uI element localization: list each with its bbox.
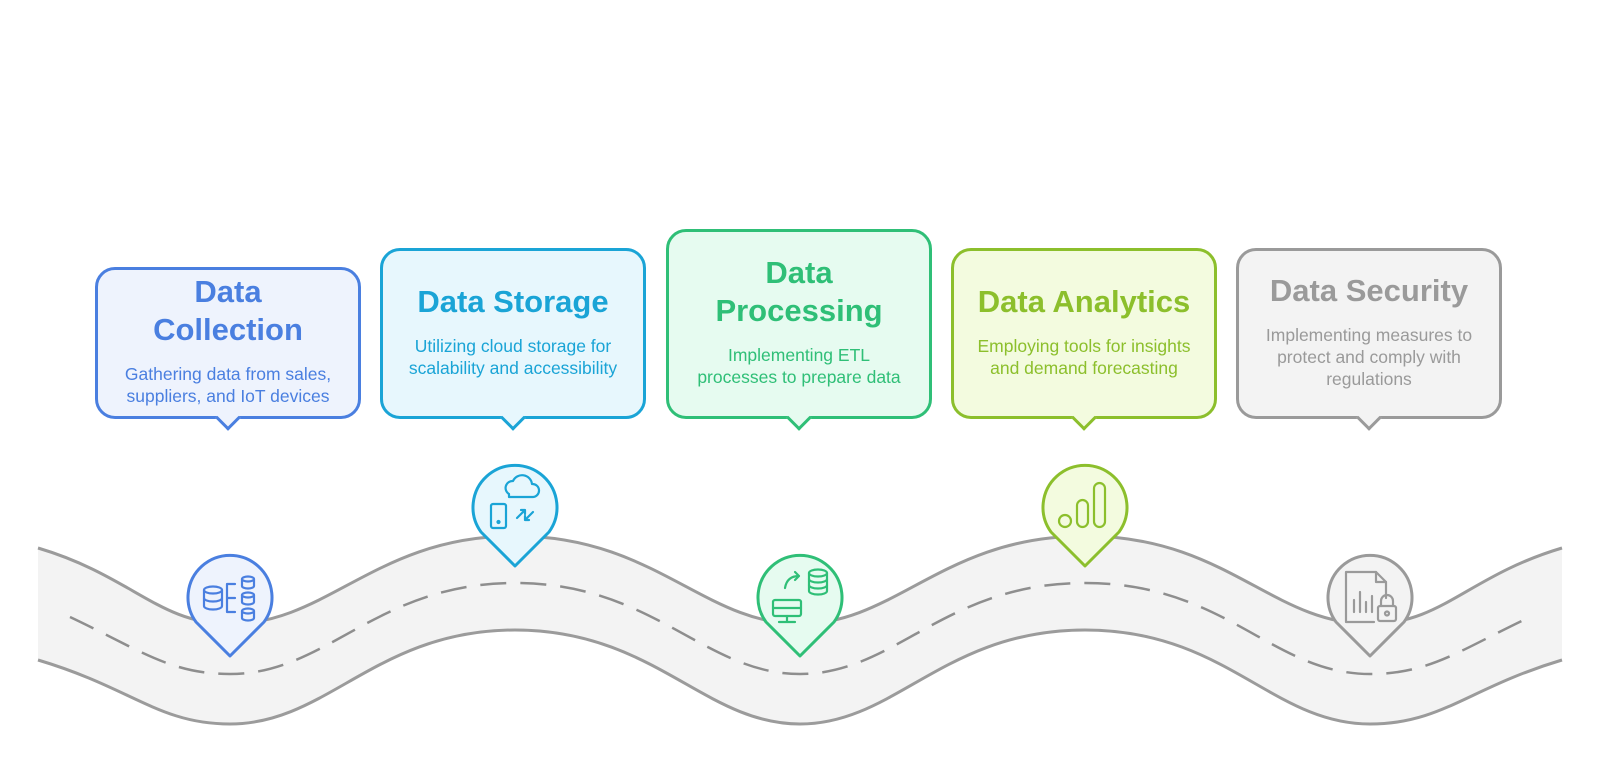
cloud-sync-icon bbox=[489, 474, 541, 530]
step-card-data-security: Data Security Implementing measures to p… bbox=[1236, 248, 1502, 431]
bar-chart-icon bbox=[1057, 481, 1107, 529]
pin-data-analytics bbox=[1041, 463, 1129, 568]
database-hierarchy-icon bbox=[202, 575, 256, 622]
pin-data-storage bbox=[471, 463, 559, 568]
step-card-data-processing: Data Processing Implementing ETL process… bbox=[666, 229, 932, 431]
step-title: Data Processing bbox=[715, 255, 883, 328]
step-title: Data Collection bbox=[153, 274, 303, 347]
step-description: Utilizing cloud storage for scalability … bbox=[408, 335, 618, 378]
secure-report-icon bbox=[1344, 570, 1398, 624]
pin-data-security bbox=[1326, 553, 1414, 658]
step-title: Data Analytics bbox=[977, 283, 1191, 319]
pin-data-processing bbox=[756, 553, 844, 658]
step-card-data-storage: Data Storage Utilizing cloud storage for… bbox=[380, 248, 646, 431]
step-description: Employing tools for insights and demand … bbox=[977, 335, 1191, 378]
pin-marker bbox=[471, 463, 559, 568]
step-card-data-analytics: Data Analytics Employing tools for insig… bbox=[951, 248, 1217, 431]
road-center-line bbox=[69, 581, 1531, 676]
step-title: Data Security bbox=[1269, 272, 1469, 308]
step-description: Implementing measures to protect and com… bbox=[1265, 324, 1473, 389]
road-bottom-edge bbox=[37, 628, 1563, 726]
pin-marker bbox=[1326, 553, 1414, 658]
step-description: Gathering data from sales, suppliers, an… bbox=[124, 364, 332, 406]
pin-data-collection bbox=[186, 553, 274, 658]
step-card-data-collection: Data Collection Gathering data from sale… bbox=[95, 267, 361, 431]
step-description: Implementing ETL processes to prepare da… bbox=[697, 345, 901, 387]
database-transfer-icon bbox=[771, 568, 829, 624]
step-title: Data Storage bbox=[417, 283, 609, 319]
